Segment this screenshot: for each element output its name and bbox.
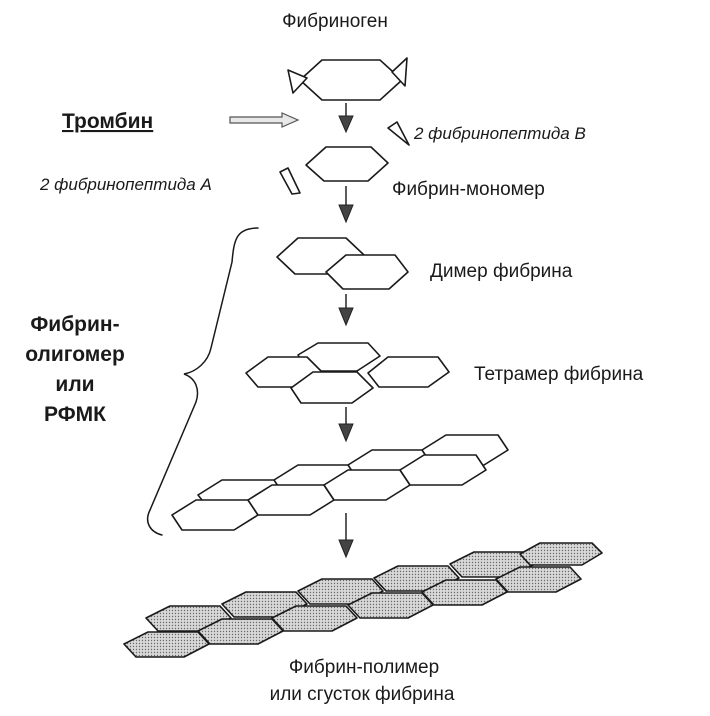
thrombin-arrow [229, 112, 300, 128]
fibrin-dimer [276, 237, 409, 290]
oligomer-label-line4: РФМК [44, 403, 106, 426]
thrombin-label: Тромбин [62, 110, 153, 133]
fibrinogen-core [299, 59, 403, 101]
polymer-label-line1: Фибрин-полимер [289, 657, 439, 678]
down-arrow-1 [338, 103, 354, 134]
polymer-label: Фибрин-полимер или сгусток фибрина [270, 657, 455, 705]
oligomer-label-line1: Фибрин- [30, 313, 119, 336]
fibrin-monomer-hexagon [305, 146, 389, 182]
polymer-hexagon-12 [495, 566, 582, 593]
down-arrow-3 [338, 294, 354, 327]
fibrin-polymer [123, 542, 603, 658]
fibrinogen-molecule [287, 57, 408, 101]
fibrinogen-label: Фибриноген [282, 11, 388, 32]
down-arrow-5 [338, 513, 354, 559]
dimer-hexagon-2 [325, 254, 409, 290]
fibrin-tetramer [245, 342, 450, 404]
oligomer-hexagon-5 [171, 499, 259, 531]
oligomer-hexagon-8 [399, 454, 487, 486]
fibrinopeptide-b-right [391, 57, 408, 87]
fibrinopeptide-a-left [287, 69, 308, 94]
polymer-label-line2: или сгусток фибрина [270, 684, 455, 705]
released-fibrinopeptide-a [279, 167, 301, 195]
polymer-hexagon-9 [271, 605, 358, 632]
released-fibrinopeptide-b [387, 121, 410, 146]
fibrin-oligomer [171, 434, 509, 531]
oligomer-label-line2: олигомер [25, 343, 125, 366]
polymer-hexagon-6 [519, 542, 603, 566]
fibrin-monomer-label: Фибрин-мономер [392, 179, 545, 200]
tetramer-hexagon-3 [367, 356, 450, 388]
fibrin-dimer-label: Димер фибрина [430, 261, 573, 282]
oligomer-label-line3: или [55, 373, 94, 396]
oligomer-label: Фибрин- олигомер или РФМК [25, 313, 125, 426]
oligomer-brace [146, 227, 259, 536]
fibrinopeptide-a-label: 2 фибринопептида А [39, 175, 212, 194]
down-arrow-4 [338, 407, 354, 443]
fibrin-tetramer-label: Тетрамер фибрина [474, 364, 644, 385]
tetramer-hexagon-4 [290, 371, 374, 404]
down-arrow-2 [338, 186, 354, 224]
polymer-hexagon-7 [123, 631, 210, 658]
fibrinopeptide-b-label: 2 фибринопептида В [413, 124, 586, 143]
